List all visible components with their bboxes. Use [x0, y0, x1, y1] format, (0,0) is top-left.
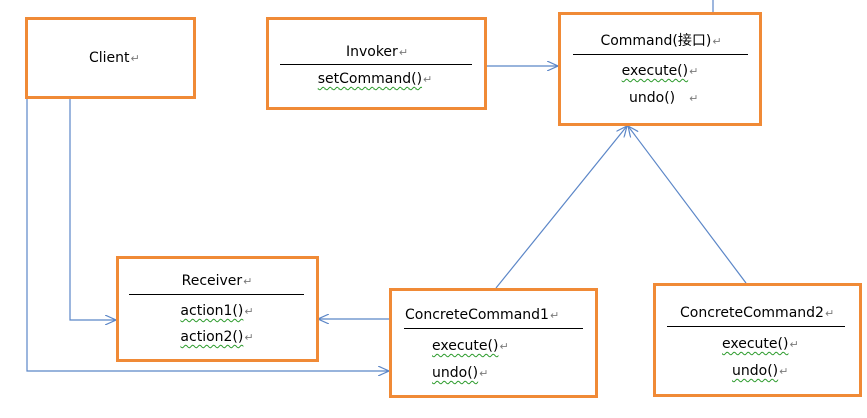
concrete1-title: ConcreteCommand1↵ — [405, 307, 560, 323]
command-separator — [573, 54, 748, 55]
concrete2-box — [653, 283, 862, 397]
receiver-title: Receiver↵ — [181, 273, 253, 289]
invoker-method-setcommand: setCommand()↵ — [317, 71, 433, 87]
concrete2-method-undo: undo()↵ — [732, 363, 789, 379]
invoker-separator — [280, 64, 472, 65]
concrete1-box — [389, 288, 598, 398]
client-box — [25, 17, 196, 99]
invoker-box — [266, 17, 487, 110]
receiver-method-action1: action1()↵ — [180, 303, 254, 319]
edge-client-concrete1 — [26, 98, 389, 371]
receiver-method-action2: action2()↵ — [180, 329, 254, 345]
concrete1-separator — [404, 328, 583, 329]
command-title: Command(接口)↵ — [600, 33, 722, 49]
concrete2-title: ConcreteCommand2↵ — [680, 305, 835, 321]
invoker-title: Invoker↵ — [345, 44, 409, 60]
receiver-separator — [129, 294, 304, 295]
edge-concrete1-command — [495, 126, 627, 289]
receiver-box — [116, 256, 319, 362]
client-title: Client↵ — [89, 50, 140, 66]
edge-client-receiver — [69, 98, 116, 320]
command-method-undo: undo()↵ — [629, 90, 699, 106]
concrete2-method-execute: execute()↵ — [722, 336, 799, 352]
edge-concrete2-command — [628, 126, 747, 284]
concrete2-separator — [667, 326, 845, 327]
concrete1-method-undo: undo()↵ — [432, 365, 489, 381]
command-method-execute: execute()↵ — [621, 63, 699, 79]
concrete1-method-execute: execute()↵ — [432, 338, 509, 354]
command-box — [558, 12, 762, 126]
